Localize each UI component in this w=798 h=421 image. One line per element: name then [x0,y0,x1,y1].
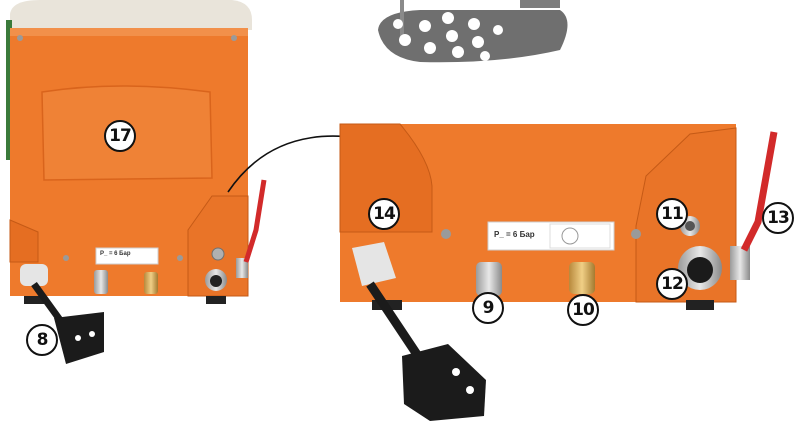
rating-plate-label-small: P_ = 6 Бар [100,251,131,257]
pressure-fitting-icon [476,262,502,296]
callout-13: 13 [762,202,794,234]
callout-9: 9 [472,292,504,324]
perforated-tray [378,0,568,62]
callout-10: 10 [567,294,599,326]
device-rear-zoomed [340,124,774,421]
callout-17: 17 [104,120,136,152]
callout-8: 8 [26,324,58,356]
info-plate-icon [550,224,610,248]
callout-11: 11 [656,198,688,230]
callout-12: 12 [656,268,688,300]
callout-14: 14 [368,198,400,230]
device-rear-small [6,0,264,364]
rating-plate-label-large: P_ = 6 Бар [494,230,535,239]
